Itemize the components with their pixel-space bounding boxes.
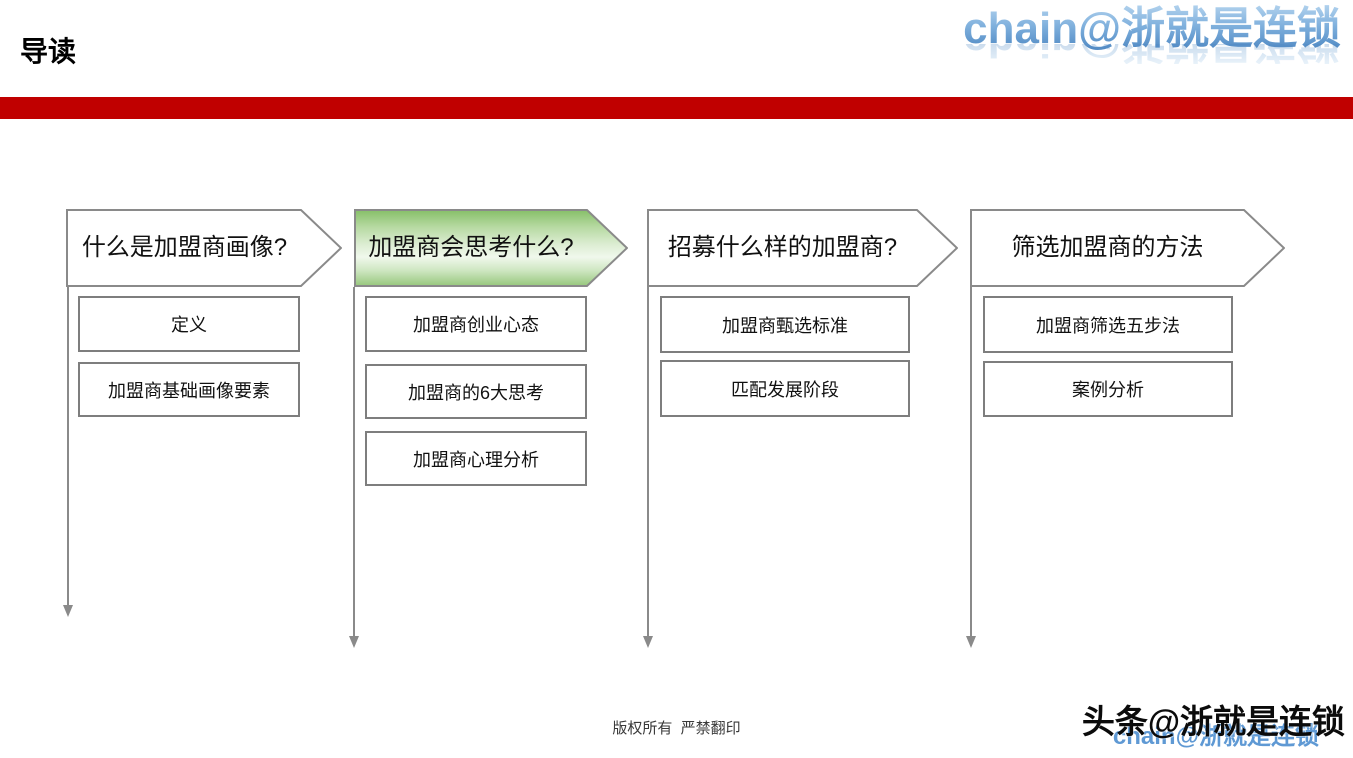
topic-label: 加盟商创业心态 <box>413 315 539 335</box>
flow-line <box>970 287 972 637</box>
flow-arrow-down-icon <box>63 605 73 617</box>
topic-label: 加盟商筛选五步法 <box>1036 315 1180 336</box>
topic-box: 定义 <box>78 296 300 352</box>
page-title: 导读 <box>20 36 77 67</box>
brand-watermark-top-reflection: chain@浙就是连锁 <box>963 44 1341 64</box>
flow-arrow-down-icon <box>966 636 976 648</box>
topic-box: 案例分析 <box>983 361 1233 417</box>
topic-box: 加盟商的6大思考 <box>365 364 587 419</box>
column-4-chevron <box>970 209 1285 287</box>
topic-label: 定义 <box>171 315 207 335</box>
topic-box: 加盟商甄选标准 <box>660 296 910 353</box>
flow-line <box>353 287 355 637</box>
red-divider-bar <box>0 97 1353 119</box>
flow-arrow-down-icon <box>349 636 359 648</box>
column-3-chevron <box>647 209 958 287</box>
brand-watermark-bottom-front: 头条@浙就是连锁 <box>1081 703 1345 740</box>
brand-watermark-bottom: chain@浙就是连锁 头条@浙就是连锁 <box>1082 695 1345 755</box>
topic-box: 加盟商基础画像要素 <box>78 362 300 417</box>
topic-label: 加盟商甄选标准 <box>722 315 848 336</box>
footer-copyright: 版权所有 严禁翻印 <box>612 720 741 737</box>
column-1-header: 什么是加盟商画像? <box>81 234 288 261</box>
topic-label: 案例分析 <box>1072 380 1144 400</box>
flow-line <box>67 287 69 607</box>
topic-box: 匹配发展阶段 <box>660 360 910 417</box>
topic-label: 加盟商心理分析 <box>413 449 539 470</box>
column-2-header: 加盟商会思考什么? <box>368 234 574 261</box>
column-3-header: 招募什么样的加盟商? <box>667 234 898 261</box>
topic-box: 加盟商筛选五步法 <box>983 296 1233 353</box>
column-2-chevron <box>354 209 628 287</box>
brand-watermark-top: chain@浙就是连锁 chain@浙就是连锁 <box>963 4 1341 64</box>
topic-label: 加盟商基础画像要素 <box>108 380 270 401</box>
flow-arrow-down-icon <box>643 636 653 648</box>
topic-label: 加盟商的6大思考 <box>407 382 544 403</box>
column-4-header: 筛选加盟商的方法 <box>1011 234 1204 261</box>
topic-label: 匹配发展阶段 <box>731 379 839 400</box>
column-1-chevron <box>66 209 342 287</box>
topic-box: 加盟商创业心态 <box>365 296 587 352</box>
brand-watermark-bottom-back: chain@浙就是连锁 <box>1112 723 1319 750</box>
topic-box: 加盟商心理分析 <box>365 431 587 486</box>
flow-line <box>647 287 649 637</box>
brand-watermark-top-text: chain@浙就是连锁 <box>963 4 1341 53</box>
